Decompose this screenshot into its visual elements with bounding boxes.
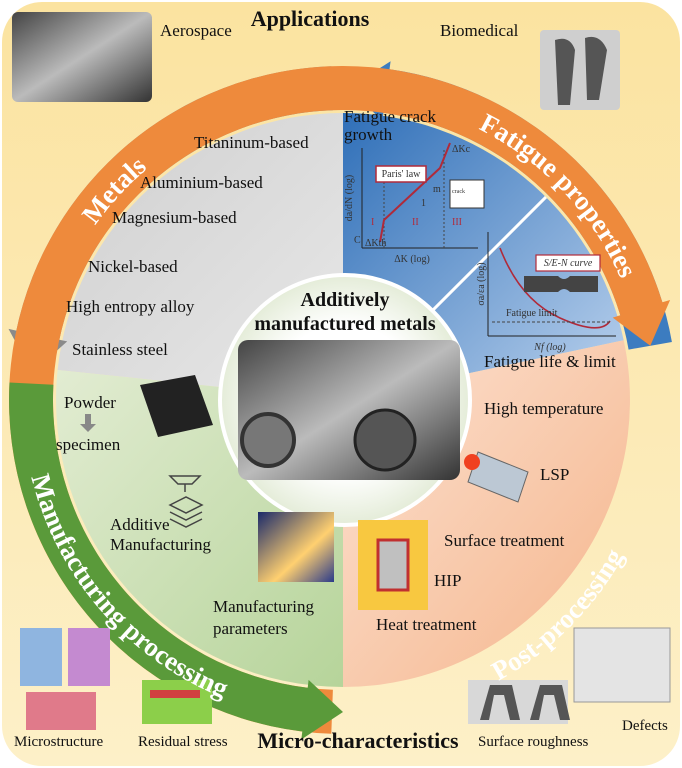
surface-treatment-label: Surface treatment [444, 531, 565, 550]
c-label: C [354, 235, 361, 246]
defects-label: Defects [622, 718, 668, 734]
parameters-label-1: Manufacturing [213, 597, 315, 616]
m-label: m [433, 184, 441, 195]
aerospace-label: Aerospace [160, 21, 232, 40]
one-label: 1 [421, 198, 426, 209]
crack-chart-title: Fatigue crack [344, 107, 437, 126]
gear-part [240, 412, 296, 468]
microstructure-image-1 [20, 628, 62, 686]
kth-label: ΔKth [365, 238, 386, 249]
lsp-label: LSP [540, 465, 569, 484]
aerospace-image [12, 12, 152, 102]
biomedical-label: Biomedical [440, 21, 519, 40]
residual-stress-image [142, 680, 212, 724]
applications-heading: Applications [251, 6, 370, 31]
crack-y-label: da/dN (log) [344, 175, 355, 221]
sn-x-label: Nf (log) [533, 342, 566, 353]
microstructure-image-3 [26, 692, 96, 730]
specimen-label: specimen [56, 435, 121, 454]
microstructure-image-2 [68, 628, 110, 686]
microstructure-label: Microstructure [14, 734, 103, 750]
manufacturing-ring-arrow [9, 382, 343, 740]
sn-curve-label: S/E-N curve [544, 258, 593, 269]
sn-curve-chart [487, 232, 616, 337]
parameters-label-2: parameters [213, 619, 288, 638]
parameters-image [258, 512, 334, 582]
crack-label: crack [452, 189, 465, 195]
3d-printer-icon [168, 475, 204, 528]
lsp-image [467, 451, 529, 503]
powder-image [140, 375, 213, 437]
region-label: II [412, 217, 419, 228]
impeller-part [353, 408, 417, 472]
crack-growth-curve [379, 142, 451, 243]
sn-y-label: σa/εa (log) [476, 262, 487, 305]
crack-chart-title: growth [344, 125, 393, 144]
surface-roughness-label: Surface roughness [478, 734, 589, 750]
down-arrow-icon [80, 414, 96, 432]
micro-characteristics-heading: Micro-characteristics [257, 728, 459, 753]
region-label: I [371, 217, 374, 228]
biomedical-image [540, 30, 620, 110]
high-temperature-label: High temperature [484, 399, 603, 418]
metal-item: Aluminium-based [140, 173, 263, 192]
crack-specimen-icon [449, 179, 485, 209]
crack-x-label: ΔK (log) [394, 254, 430, 265]
implant-shape [555, 36, 607, 106]
laser-icon [464, 454, 480, 470]
paris-law-box [375, 165, 427, 183]
kc-label: ΔKc [452, 144, 471, 155]
fatigue-limit-label: Fatigue limit [506, 308, 558, 319]
metal-item: Magnesium-based [112, 208, 237, 227]
metal-item: Stainless steel [72, 340, 168, 359]
metal-item: Nickel-based [88, 257, 178, 276]
fatigue-life-title: Fatigue life & limit [484, 352, 616, 371]
metal-item: Titaninum-based [194, 133, 309, 152]
crack-growth-chart [361, 142, 485, 249]
specimen-icon [524, 276, 598, 292]
sn-curve [499, 247, 611, 329]
manufacturing-label: Manufacturing [110, 535, 212, 554]
metals-list: Titaninum-based Aluminium-based Magnesiu… [66, 133, 309, 359]
residual-stress-band [150, 690, 200, 698]
defects-image [573, 627, 671, 703]
hip-chamber-icon [376, 538, 410, 592]
sn-curve-box [535, 254, 601, 272]
paris-law-label: Paris' law [382, 169, 422, 180]
center-title-2: manufactured metals [254, 313, 435, 335]
heat-treatment-label: Heat treatment [376, 615, 477, 634]
sn-curve-chart-labels: S/E-N curve Fatigue limit σa/εa (log) Nf… [476, 258, 616, 371]
powder-label: Powder [64, 393, 116, 412]
region-label: III [452, 217, 462, 228]
crack-growth-chart-labels: Fatigue crack growth Paris' law da/dN (l… [344, 107, 471, 265]
bracket-shapes [480, 685, 570, 720]
center-title-1: Additively [301, 289, 390, 311]
additive-label: Additive [110, 515, 170, 534]
metal-item: High entropy alloy [66, 297, 195, 316]
residual-stress-label: Residual stress [138, 734, 228, 750]
hip-label: HIP [434, 571, 461, 590]
